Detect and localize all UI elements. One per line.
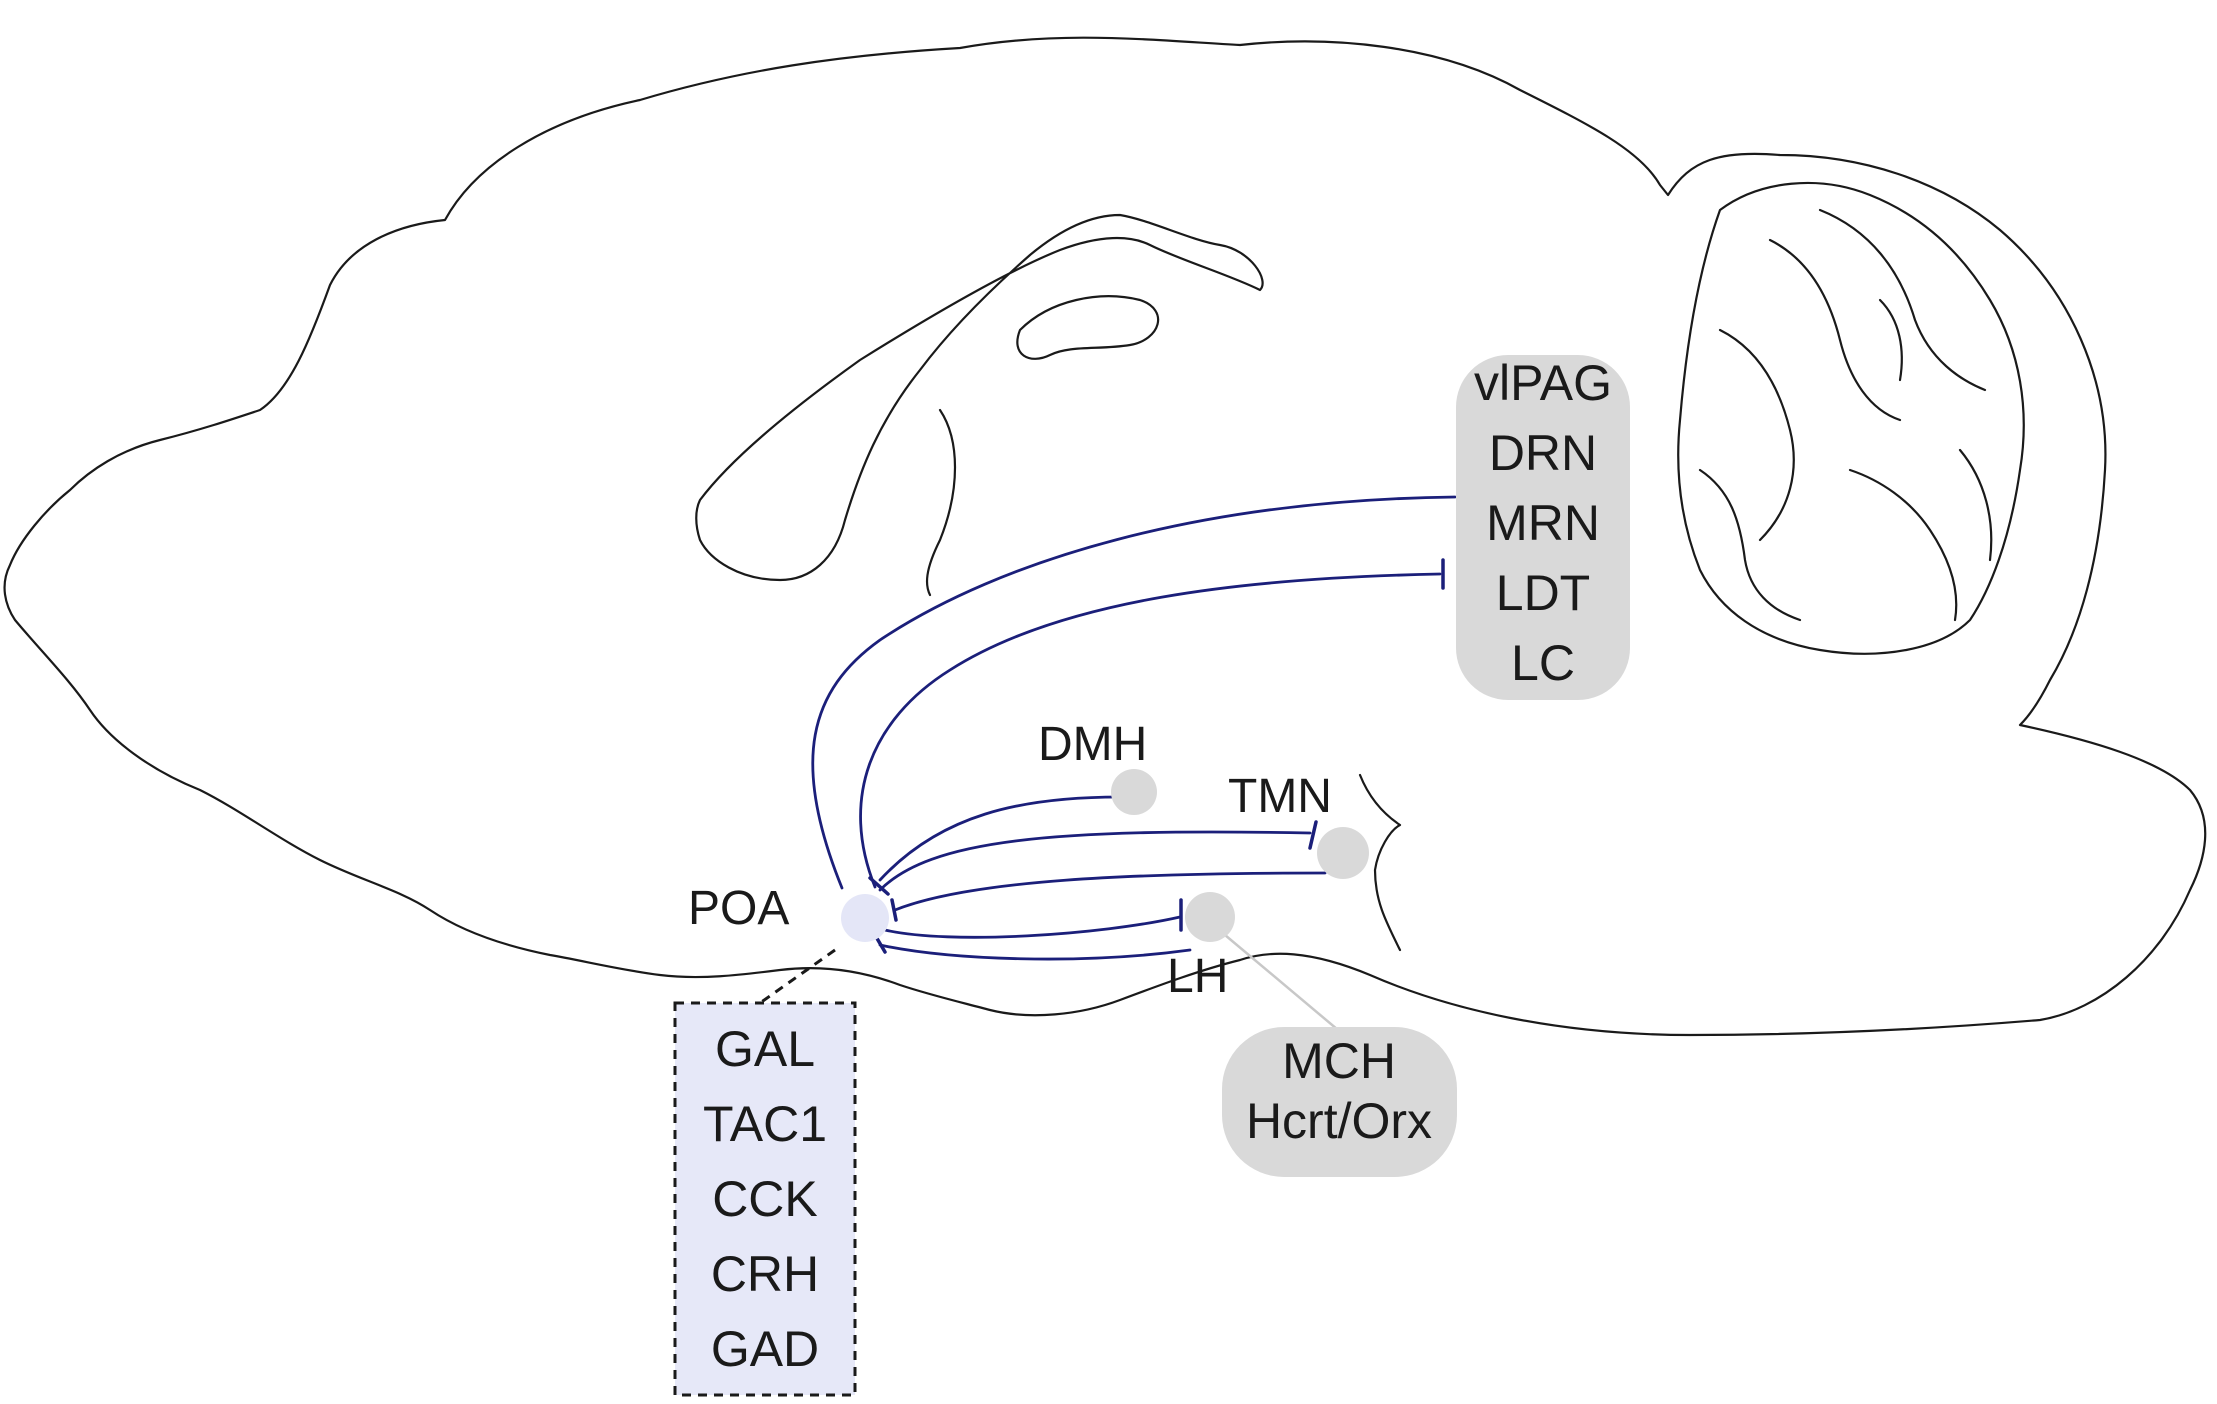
brainstem-nuclei-list: vlPAG DRN MRN LDT LC [1474, 355, 1612, 691]
cerebellum-fold-6 [1878, 298, 1903, 382]
brainstem-nucleus-item: MRN [1486, 495, 1600, 551]
cerebellum-fold-7 [1958, 448, 1993, 562]
lh-label: LH [1167, 950, 1228, 1003]
cerebellum-fold-4 [1848, 468, 1958, 622]
poa-marker-item: CCK [712, 1171, 818, 1227]
brainstem-nucleus-item: vlPAG [1474, 355, 1612, 411]
poa-node [841, 894, 889, 942]
cerebellum-fold-3 [1718, 328, 1795, 542]
brainstem-nucleus-item: LDT [1496, 565, 1590, 621]
dmh-node [1111, 769, 1157, 815]
hippocampus-curl [1016, 295, 1160, 360]
projection-dmh-to-poa [878, 795, 1122, 882]
poa-marker-item: CRH [711, 1246, 819, 1302]
poa-marker-box [673, 1001, 857, 1397]
cerebellum-folia [1677, 181, 2025, 655]
poa-label: POA [688, 882, 789, 935]
inhibit-bar-poa-tmn [890, 898, 898, 922]
cerebellum-fold-5 [1698, 468, 1802, 622]
lh-neuropeptide-item: MCH [1282, 1033, 1396, 1089]
brainstem-nucleus-item: LC [1511, 635, 1575, 691]
hippocampus-outline [695, 213, 1264, 582]
cerebellum-fold-2 [1818, 208, 1987, 392]
lh-neuropeptide-item: Hcrt/Orx [1246, 1093, 1432, 1149]
inhibit-bar-poa-dmh [868, 876, 890, 896]
lh-box-connector [1224, 934, 1351, 1041]
brain-outline [3, 36, 2207, 1037]
projection-lh-to-poa [878, 943, 1192, 961]
poa-marker-item: GAD [711, 1321, 819, 1377]
brainstem-nuclei-box [1456, 355, 1630, 700]
inhibit-bar-tmn [1308, 820, 1318, 850]
hypothalamus-notch [1358, 773, 1402, 952]
projection-poa-to-tmn [878, 830, 1312, 892]
cerebellum-fold-1 [1768, 238, 1902, 422]
lh-neuropeptide-box [1222, 1027, 1457, 1177]
projection-tmn-to-poa [893, 871, 1327, 912]
brainstem-nucleus-item: DRN [1489, 425, 1597, 481]
dmh-label: DMH [1038, 718, 1147, 771]
projection-poa-to-lh [883, 915, 1182, 939]
poa-marker-item: TAC1 [703, 1096, 827, 1152]
fornix [925, 408, 957, 597]
tmn-node [1317, 827, 1369, 879]
poa-marker-item: GAL [715, 1021, 815, 1077]
projection-poa-to-brainstem [859, 572, 1442, 889]
projection-brainstem-to-poa [811, 495, 1457, 890]
poa-box-connector [759, 948, 836, 1005]
tmn-label: TMN [1228, 770, 1332, 823]
lh-node [1185, 892, 1235, 942]
